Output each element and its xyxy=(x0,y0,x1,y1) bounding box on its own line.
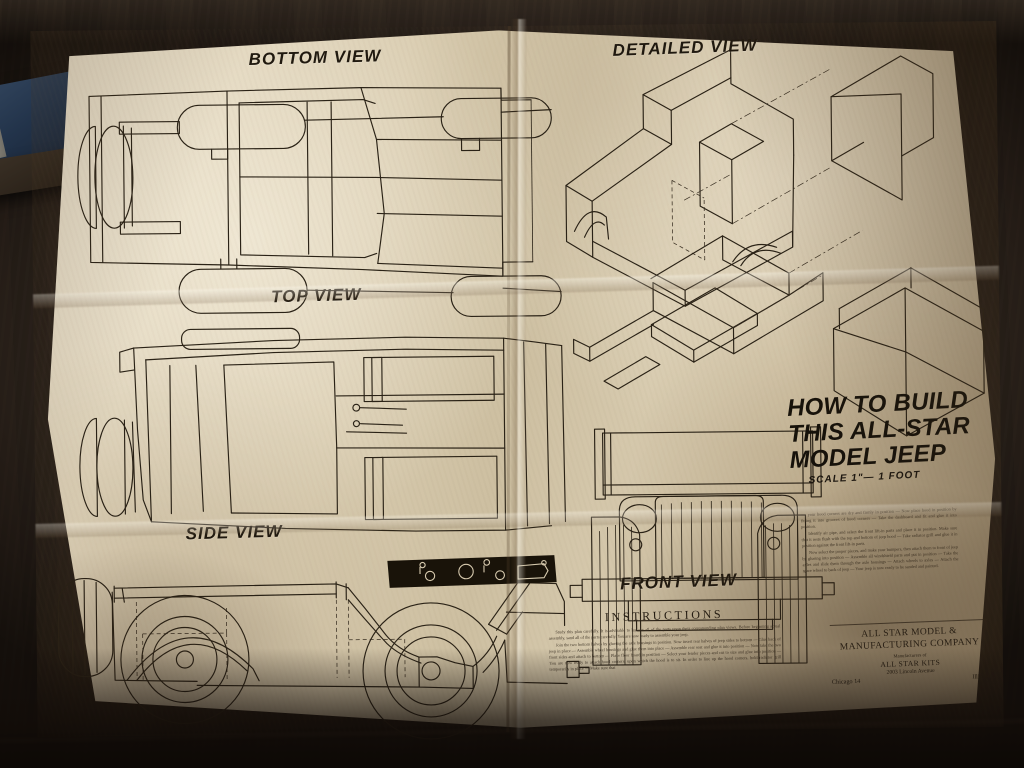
drawing-front-view xyxy=(569,426,835,666)
plan-sheet: BOTTOM VIEW TOP VIEW SIDE VIEW DETAILED … xyxy=(30,18,1004,740)
drawing-bottom-view xyxy=(77,87,562,318)
desk-front-edge-shadow xyxy=(0,648,1024,768)
drawing-top-view xyxy=(79,327,567,532)
book-pages xyxy=(0,103,7,162)
center-vertical-fold xyxy=(509,18,527,740)
drawing-detailed-view xyxy=(565,49,985,437)
